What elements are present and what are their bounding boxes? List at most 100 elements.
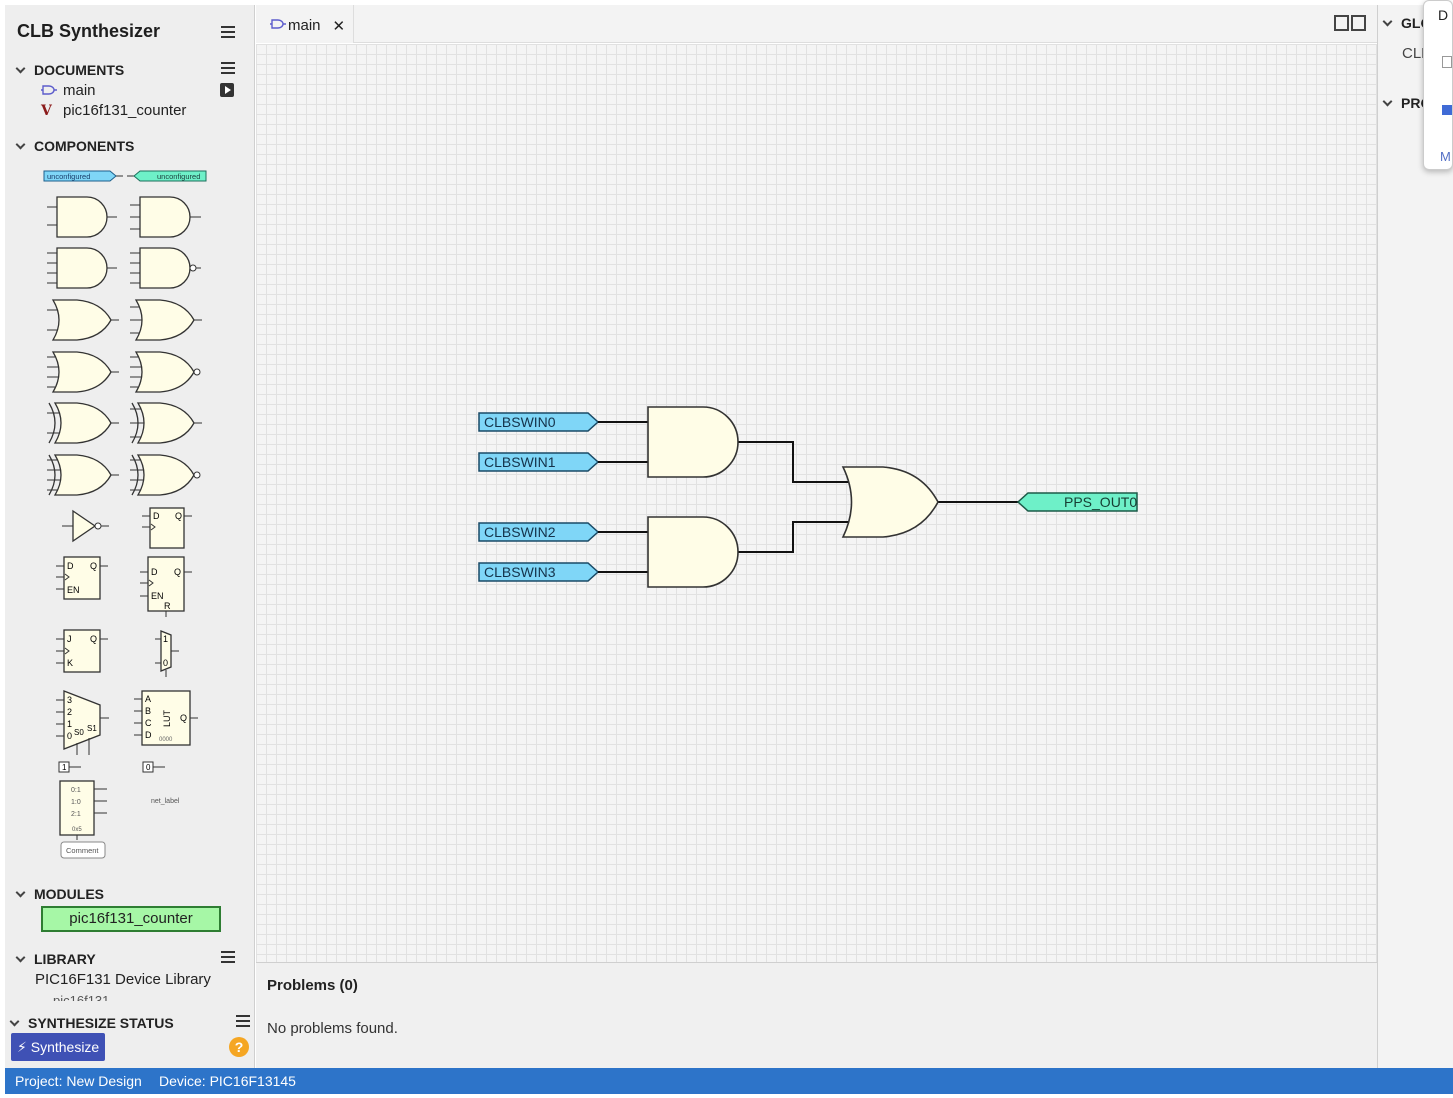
splitter-label-3: 0x5 (72, 827, 82, 833)
wires (598, 421, 1018, 573)
mux-4-component[interactable]: 3 2 1 0 S0 S1 (56, 690, 109, 755)
document-item-main[interactable]: main (41, 82, 96, 99)
status-project: Project: New Design (15, 1073, 142, 1089)
lut-b-label: B (145, 706, 151, 716)
synthesize-heading: SYNTHESIZE STATUS (28, 1015, 174, 1031)
tab-main[interactable]: main ✕ (256, 5, 354, 43)
lut-a-label: A (145, 694, 151, 704)
library-sub-item[interactable]: pic16f131 (53, 993, 110, 1001)
constant-zero-component[interactable]: 0 (142, 761, 165, 773)
and-gate-4-component[interactable] (47, 247, 117, 289)
constant-one-component[interactable]: 1 (58, 761, 81, 773)
chevron-down-icon (15, 887, 26, 897)
or-gate[interactable] (841, 466, 939, 538)
split-editor-icon[interactable] (1334, 15, 1368, 32)
problems-title[interactable]: Problems (0) (267, 977, 358, 994)
module-item[interactable]: pic16f131_counter (41, 906, 221, 932)
chevron-down-icon (15, 63, 26, 73)
jk-k-label: K (67, 658, 73, 668)
and-gate-2-component[interactable] (47, 196, 117, 238)
status-bar: Project: New Design Device: PIC16F13145 (5, 1068, 1453, 1094)
or-gate-4-component[interactable] (47, 351, 119, 393)
nand-gate-component[interactable] (130, 247, 201, 289)
app-menu-icon[interactable] (221, 26, 235, 38)
ff-r-label: R (164, 601, 171, 611)
ff-d-label: D (151, 567, 158, 577)
lut-c-label: C (145, 718, 152, 728)
or-gate-2-component[interactable] (47, 299, 119, 341)
nor-gate-component[interactable] (130, 351, 201, 393)
chevron-down-icon (1382, 96, 1393, 106)
chevron-down-icon (15, 952, 26, 962)
sidebar: CLB Synthesizer DOCUMENTS main V pic16f1… (5, 5, 255, 1068)
xor-gate-2-component[interactable] (47, 402, 119, 444)
lut-value-label: 0000 (159, 737, 173, 743)
play-icon[interactable] (220, 83, 234, 97)
lut-component[interactable]: A B C D LUT Q 0000 (134, 690, 198, 746)
d-flip-flop-component[interactable]: D Q (142, 507, 192, 549)
input-port-clbswin1[interactable]: CLBSWIN1 (478, 452, 600, 472)
lut-d-label: D (145, 730, 152, 740)
synthesize-button-label: Synthesize (30, 1039, 100, 1055)
ff-en-label: EN (67, 585, 80, 595)
dropdown-popup: D M (1423, 0, 1453, 170)
components-section-header[interactable]: COMPONENTS (15, 138, 134, 154)
jk-q-label: Q (90, 634, 97, 644)
synthesize-button[interactable]: ⚡ Synthesize (11, 1033, 105, 1061)
splitter-label-0: 0:1 (71, 787, 81, 794)
documents-heading: DOCUMENTS (34, 62, 125, 78)
and-gate-2[interactable] (647, 516, 739, 588)
xor-gate-4-component[interactable] (47, 454, 119, 496)
and-gate-1[interactable] (647, 406, 739, 478)
schematic-icon (41, 83, 63, 99)
jk-flip-flop-component[interactable]: J Q K (56, 629, 108, 673)
chevron-down-icon (1382, 16, 1393, 26)
ff-q-label: Q (175, 511, 182, 521)
synthesize-menu-icon[interactable] (236, 1015, 250, 1027)
mux-0-label: 0 (163, 658, 168, 668)
popup-link[interactable]: M (1440, 149, 1451, 164)
synthesize-section-header[interactable]: SYNTHESIZE STATUS (9, 1015, 174, 1031)
popup-checkbox[interactable] (1442, 56, 1452, 68)
output-port-label: PPS_OUT0 (1064, 494, 1137, 510)
or-gate-3-component[interactable] (130, 299, 202, 341)
verilog-icon: V (41, 102, 52, 119)
comment-label: Comment (66, 846, 99, 855)
not-gate-component[interactable] (62, 509, 109, 543)
d-flip-flop-enable-reset-component[interactable]: D Q EN R (140, 556, 192, 617)
mux-2-component[interactable]: 1 0 (155, 630, 179, 677)
output-port-component[interactable]: unconfigured (133, 170, 207, 182)
help-icon[interactable]: ? (229, 1037, 249, 1057)
schematic-canvas[interactable]: CLBSWIN0 CLBSWIN1 CLBSWIN2 CLBSWIN3 (256, 44, 1377, 962)
output-port-label: unconfigured (157, 172, 200, 181)
constant-zero-label: 0 (146, 763, 151, 772)
and-gate-3-component[interactable] (130, 196, 201, 238)
comment-component[interactable]: Comment (60, 841, 106, 859)
d-flip-flop-enable-component[interactable]: D Q EN (56, 556, 108, 600)
modules-section-header[interactable]: MODULES (15, 886, 104, 902)
xor-gate-3-component[interactable] (130, 402, 202, 444)
library-menu-icon[interactable] (221, 951, 235, 963)
mux-in1-label: 1 (67, 719, 72, 729)
input-port-component[interactable]: unconfigured (43, 170, 117, 182)
splitter-component[interactable]: 0:1 1:0 2:1 0x5 (59, 780, 107, 840)
popup-color-swatch[interactable] (1442, 105, 1452, 115)
documents-section-header[interactable]: DOCUMENTS (15, 62, 125, 78)
constant-one-label: 1 (62, 763, 67, 772)
document-item-counter[interactable]: V pic16f131_counter (41, 102, 186, 119)
documents-menu-icon[interactable] (221, 62, 235, 74)
input-port-label: unconfigured (47, 172, 90, 181)
net-label-component[interactable]: net_label (151, 798, 180, 805)
library-section-header[interactable]: LIBRARY (15, 951, 96, 967)
xnor-gate-component[interactable] (130, 454, 201, 496)
close-icon[interactable]: ✕ (332, 18, 346, 35)
chevron-down-icon (15, 139, 26, 149)
input-port-clbswin0[interactable]: CLBSWIN0 (478, 412, 600, 432)
output-port-pps-out0[interactable]: PPS_OUT0 (1016, 492, 1138, 512)
schematic-diagram: CLBSWIN0 CLBSWIN1 CLBSWIN2 CLBSWIN3 (478, 406, 1138, 588)
input-port-clbswin3[interactable]: CLBSWIN3 (478, 562, 600, 582)
input-port-clbswin2[interactable]: CLBSWIN2 (478, 522, 600, 542)
input-port-label: CLBSWIN1 (484, 454, 556, 470)
library-item[interactable]: PIC16F131 Device Library (35, 971, 211, 988)
schematic-icon (270, 17, 288, 34)
